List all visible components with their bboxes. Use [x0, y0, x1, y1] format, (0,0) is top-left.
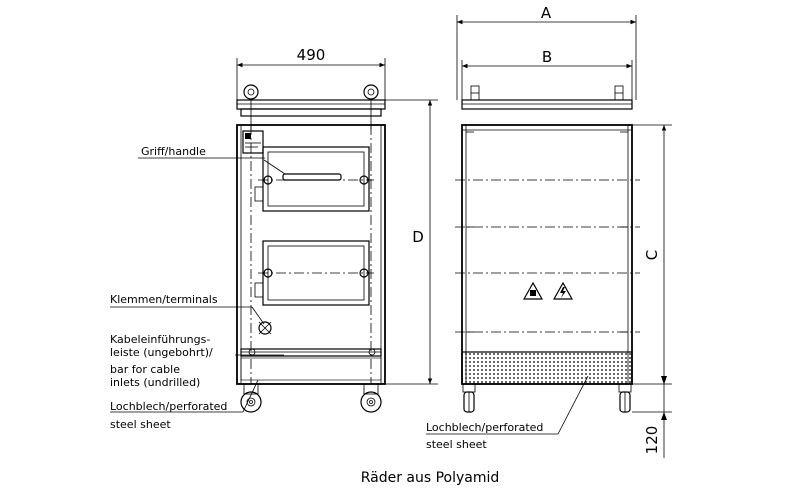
label-terminals: Klemmen/terminals — [110, 293, 218, 306]
upper-window — [262, 146, 370, 212]
dimension-b-label: B — [542, 48, 552, 66]
lifting-eye-right — [363, 84, 379, 130]
high-voltage-icon — [552, 281, 574, 300]
side-lifting-eye-right — [614, 85, 624, 101]
wheel-right — [360, 383, 382, 413]
dimension-a: A — [456, 4, 637, 100]
label-cable-bar-4: inlets (undrilled) — [110, 376, 200, 389]
warning-icon — [522, 281, 544, 300]
cable-inlet-bar — [240, 348, 382, 357]
dimension-d: D — [385, 99, 438, 385]
label-perforated-left-2: steel sheet — [110, 418, 171, 431]
dimension-120-label: 120 — [643, 426, 661, 455]
terminal-symbol — [258, 321, 272, 335]
caption: Räder aus Polyamid — [361, 470, 500, 486]
dimension-d-label: D — [412, 228, 424, 246]
label-plate — [242, 130, 264, 154]
side-lifting-eye-left — [470, 85, 480, 101]
side-wheel-right — [618, 383, 632, 413]
dimension-490: 490 — [236, 46, 386, 100]
side-view — [455, 85, 640, 413]
label-cable-bar-2: leiste (ungebohrt)/ — [110, 346, 213, 359]
label-cable-bar-3: bar for cable — [110, 363, 180, 376]
side-wheel-left — [462, 383, 476, 413]
left-leaders — [110, 157, 284, 413]
dimension-490-label: 490 — [297, 46, 326, 64]
front-view — [236, 84, 386, 413]
dimension-120: 120 — [632, 376, 672, 458]
dimension-b: B — [461, 48, 633, 100]
handle — [282, 173, 342, 181]
dimension-a-label: A — [541, 4, 552, 22]
dimension-c: C — [632, 124, 672, 385]
label-perforated-left-1: Lochblech/perforated — [110, 400, 227, 413]
lifting-eye-left — [243, 84, 259, 130]
label-cable-bar-1: Kabeleinführungs- — [110, 333, 210, 346]
dimension-c-label: C — [643, 250, 661, 260]
perforated-sheet — [461, 351, 633, 385]
wheel-left — [240, 383, 262, 413]
label-handle: Griff/handle — [141, 145, 206, 158]
side-cabinet-body — [461, 124, 633, 385]
side-top-bar — [461, 99, 633, 110]
label-perforated-right-2: steel sheet — [426, 438, 487, 451]
front-cabinet-body — [236, 124, 386, 385]
top-bar — [236, 99, 386, 110]
label-perforated-right-1: Lochblech/perforated — [426, 421, 543, 434]
